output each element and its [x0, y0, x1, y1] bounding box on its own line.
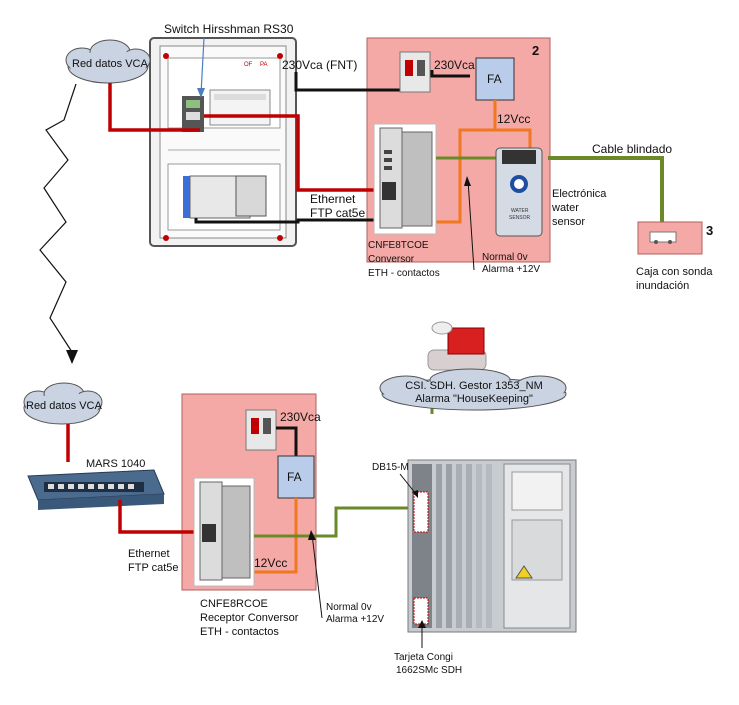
cloud-vca-top-label: Red datos VCA: [72, 58, 148, 70]
fa-box-bottom: [277, 455, 315, 499]
breaker-bottom-label: 230Vca: [280, 410, 321, 424]
converter-top: [373, 123, 437, 235]
mars-switch: [27, 469, 165, 510]
ftp-top-label: FTP cat5e: [310, 206, 366, 220]
water-sensor-face-1: WATER: [511, 208, 529, 214]
fa-top-label: FA: [487, 72, 502, 86]
water-sensor-face-2: SENSOR: [509, 215, 531, 221]
caja-label-1: Caja con sonda: [636, 266, 713, 278]
red-cable-ethernet-top: [204, 114, 386, 192]
tarjeta-pointer-arrow: [418, 620, 426, 628]
orange-cable-top: [398, 100, 497, 224]
alarma-bottom-label: Alarma +12V: [326, 614, 385, 625]
ftp-bottom-label: FTP cat5e: [128, 562, 179, 574]
mars-label: MARS 1040: [86, 458, 146, 470]
top-signal-pointer-arrow: [464, 176, 471, 186]
csi-label-2: Alarma "HouseKeeping": [415, 393, 533, 405]
vcc-top-label: 12Vcc: [497, 112, 531, 126]
sdh-rack: [407, 459, 577, 633]
tarjeta-label-2: 1662SMc SDH: [396, 665, 463, 676]
server-icon: [427, 321, 487, 371]
top-signal-pointer: [467, 179, 475, 271]
cloud-vca-top: [65, 39, 151, 84]
ethernet-top-label: Ethernet: [310, 192, 356, 206]
black-cable-bottom: [276, 426, 298, 456]
db15-pointer-arrow: [412, 490, 418, 498]
sensor-label-1: Electrónica: [552, 188, 607, 200]
conv-top-label-1: CNFE8TCOE: [368, 240, 429, 251]
sensor-label-2: water: [552, 202, 579, 214]
cloud-vca-bottom: [23, 382, 103, 425]
db15-pointer: [399, 473, 417, 495]
conv-top-label-2: Conversor: [368, 254, 415, 265]
cabinet-mark-pa: PA: [260, 62, 268, 68]
cloud-vca-bottom-label: Red datos VCA: [26, 400, 102, 412]
caja-number: 3: [706, 223, 714, 238]
breaker-bottom: [245, 409, 277, 451]
black-cable-cabinet-conv: [194, 218, 390, 224]
bottom-signal-pointer-arrow: [308, 530, 316, 540]
ethernet-bottom-label: Ethernet: [128, 548, 170, 560]
normal-top-label: Normal 0v: [482, 252, 528, 263]
db15-label: DB15-M: [372, 462, 409, 473]
feed-label: 230Vca (FNT): [282, 58, 358, 72]
conv-top-label-3: ETH - contactos: [368, 268, 440, 279]
switch-label: Switch Hirsshman RS30: [164, 22, 294, 36]
switch-pointer-arrow: [197, 88, 205, 98]
panel-2-number: 2: [532, 43, 540, 58]
caja-3: [637, 221, 703, 255]
normal-bottom-label: Normal 0v: [326, 602, 372, 613]
alarma-top-label: Alarma +12V: [482, 264, 541, 275]
radio-link-arrow: [66, 350, 78, 364]
red-cable-vca-switch: [108, 83, 200, 132]
fa-bottom-label: FA: [287, 470, 302, 484]
water-sensor: [495, 147, 543, 237]
radio-link-zigzag: [39, 83, 77, 353]
switch-pointer: [200, 37, 205, 95]
conv-bottom-label-3: ETH - contactos: [200, 626, 279, 638]
caja-label-2: inundación: [636, 280, 690, 292]
breaker-top: [399, 51, 431, 93]
black-cable-breaker-fa: [430, 70, 470, 78]
red-cable-ethernet-bottom: [118, 500, 200, 534]
cabinet-mark-of: OF: [244, 62, 253, 68]
breaker-top-label: 230Vca: [434, 58, 475, 72]
cloud-csi: [379, 368, 567, 411]
conv-bottom-label-1: CNFE8RCOE: [200, 598, 268, 610]
green-cable-top-box3: [548, 156, 664, 222]
cable-blindado-label: Cable blindado: [592, 142, 673, 156]
conv-bottom-label-2: Receptor Conversor: [200, 612, 299, 624]
converter-bottom: [193, 477, 255, 587]
csi-label-1: CSI. SDH. Gestor 1353_NM: [405, 380, 543, 392]
bottom-signal-pointer: [311, 533, 323, 619]
sensor-label-3: sensor: [552, 216, 586, 228]
cabinet: [149, 37, 297, 247]
tarjeta-label-1: Tarjeta Congi: [394, 652, 453, 663]
vcc-bottom-label: 12Vcc: [254, 556, 288, 570]
orange-cable-top-sensor: [495, 128, 532, 150]
